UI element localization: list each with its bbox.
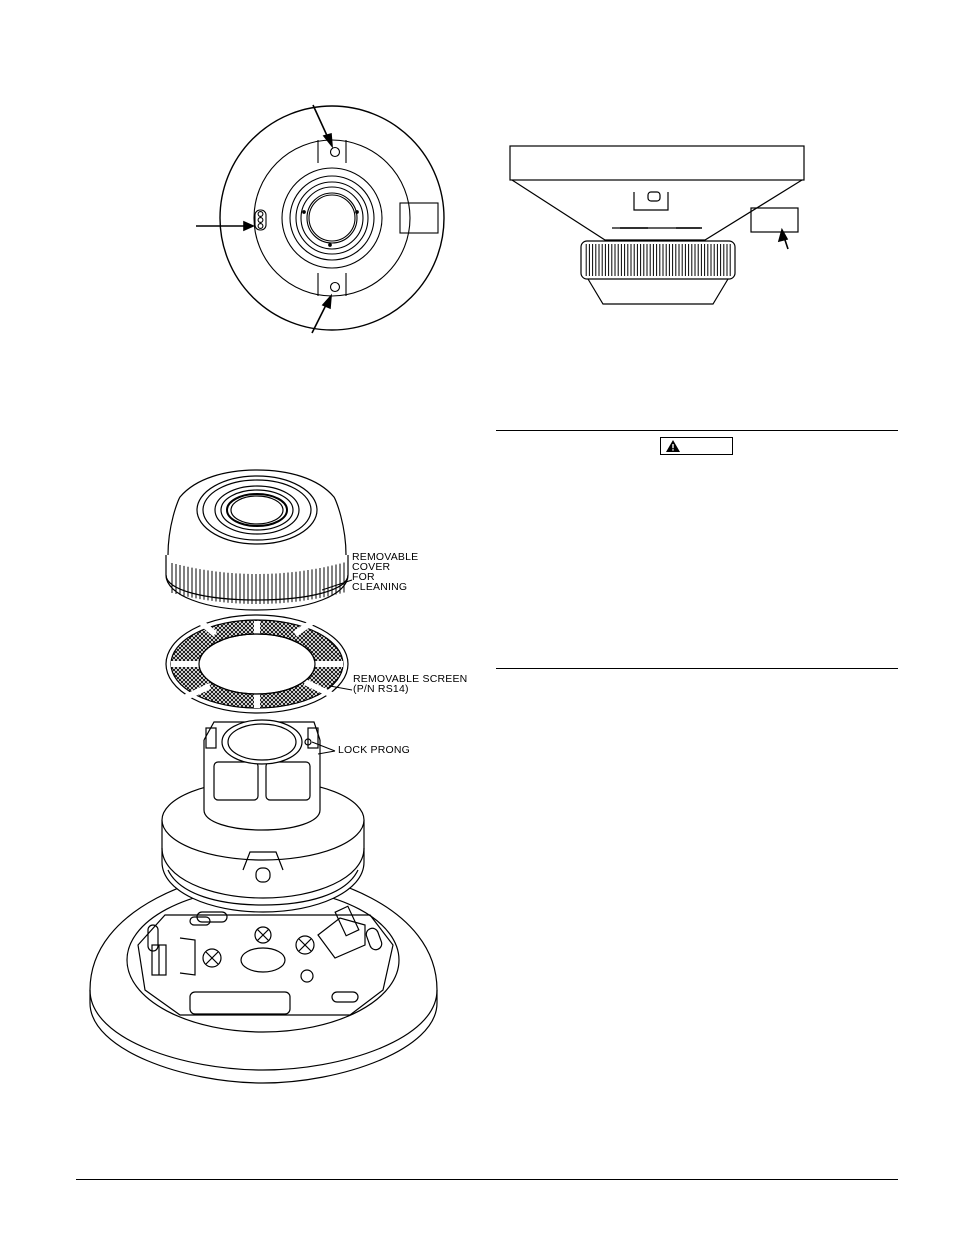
warning-box bbox=[660, 437, 733, 455]
callout-line: CLEANING bbox=[352, 581, 408, 593]
callout-line: (P/N RS14) bbox=[353, 683, 409, 695]
section-rule-bottom bbox=[496, 668, 898, 669]
callout-line: LOCK PRONG bbox=[338, 744, 411, 756]
warning-triangle-icon bbox=[666, 440, 680, 452]
callout-line: REMOVABLE SCREEN bbox=[353, 673, 468, 685]
callout-lock-prong: LOCK PRONG bbox=[338, 744, 411, 756]
callout-line: REMOVABLE bbox=[352, 551, 419, 563]
callout-removable-screen: REMOVABLE SCREEN (P/N RS14) bbox=[353, 673, 468, 695]
footer-rule bbox=[76, 1179, 898, 1180]
callout-line: COVER bbox=[352, 561, 391, 573]
section-rule-top bbox=[496, 430, 898, 431]
callout-line: FOR bbox=[352, 571, 375, 583]
callout-removable-cover: REMOVABLE COVER FOR CLEANING bbox=[352, 551, 419, 593]
